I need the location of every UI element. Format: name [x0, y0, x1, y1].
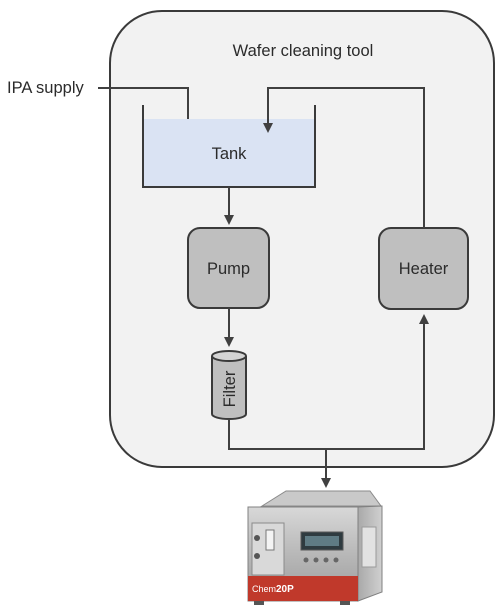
tank-label: Tank — [212, 145, 248, 163]
particle-counter-instrument: Chem 20P — [247, 490, 383, 605]
filter-label: Filter — [221, 370, 239, 407]
tank-liquid — [143, 119, 315, 187]
pump-label: Pump — [207, 260, 250, 278]
instrument-model: 20P — [276, 584, 294, 595]
heater-label: Heater — [399, 260, 449, 278]
ipa-supply-line — [98, 87, 193, 133]
ipa-supply-label: IPA supply — [7, 79, 84, 97]
instrument-brand: Chem — [252, 584, 276, 594]
heater-to-tank-line — [263, 87, 425, 228]
filter — [211, 350, 247, 420]
tool-title: Wafer cleaning tool — [233, 42, 374, 60]
